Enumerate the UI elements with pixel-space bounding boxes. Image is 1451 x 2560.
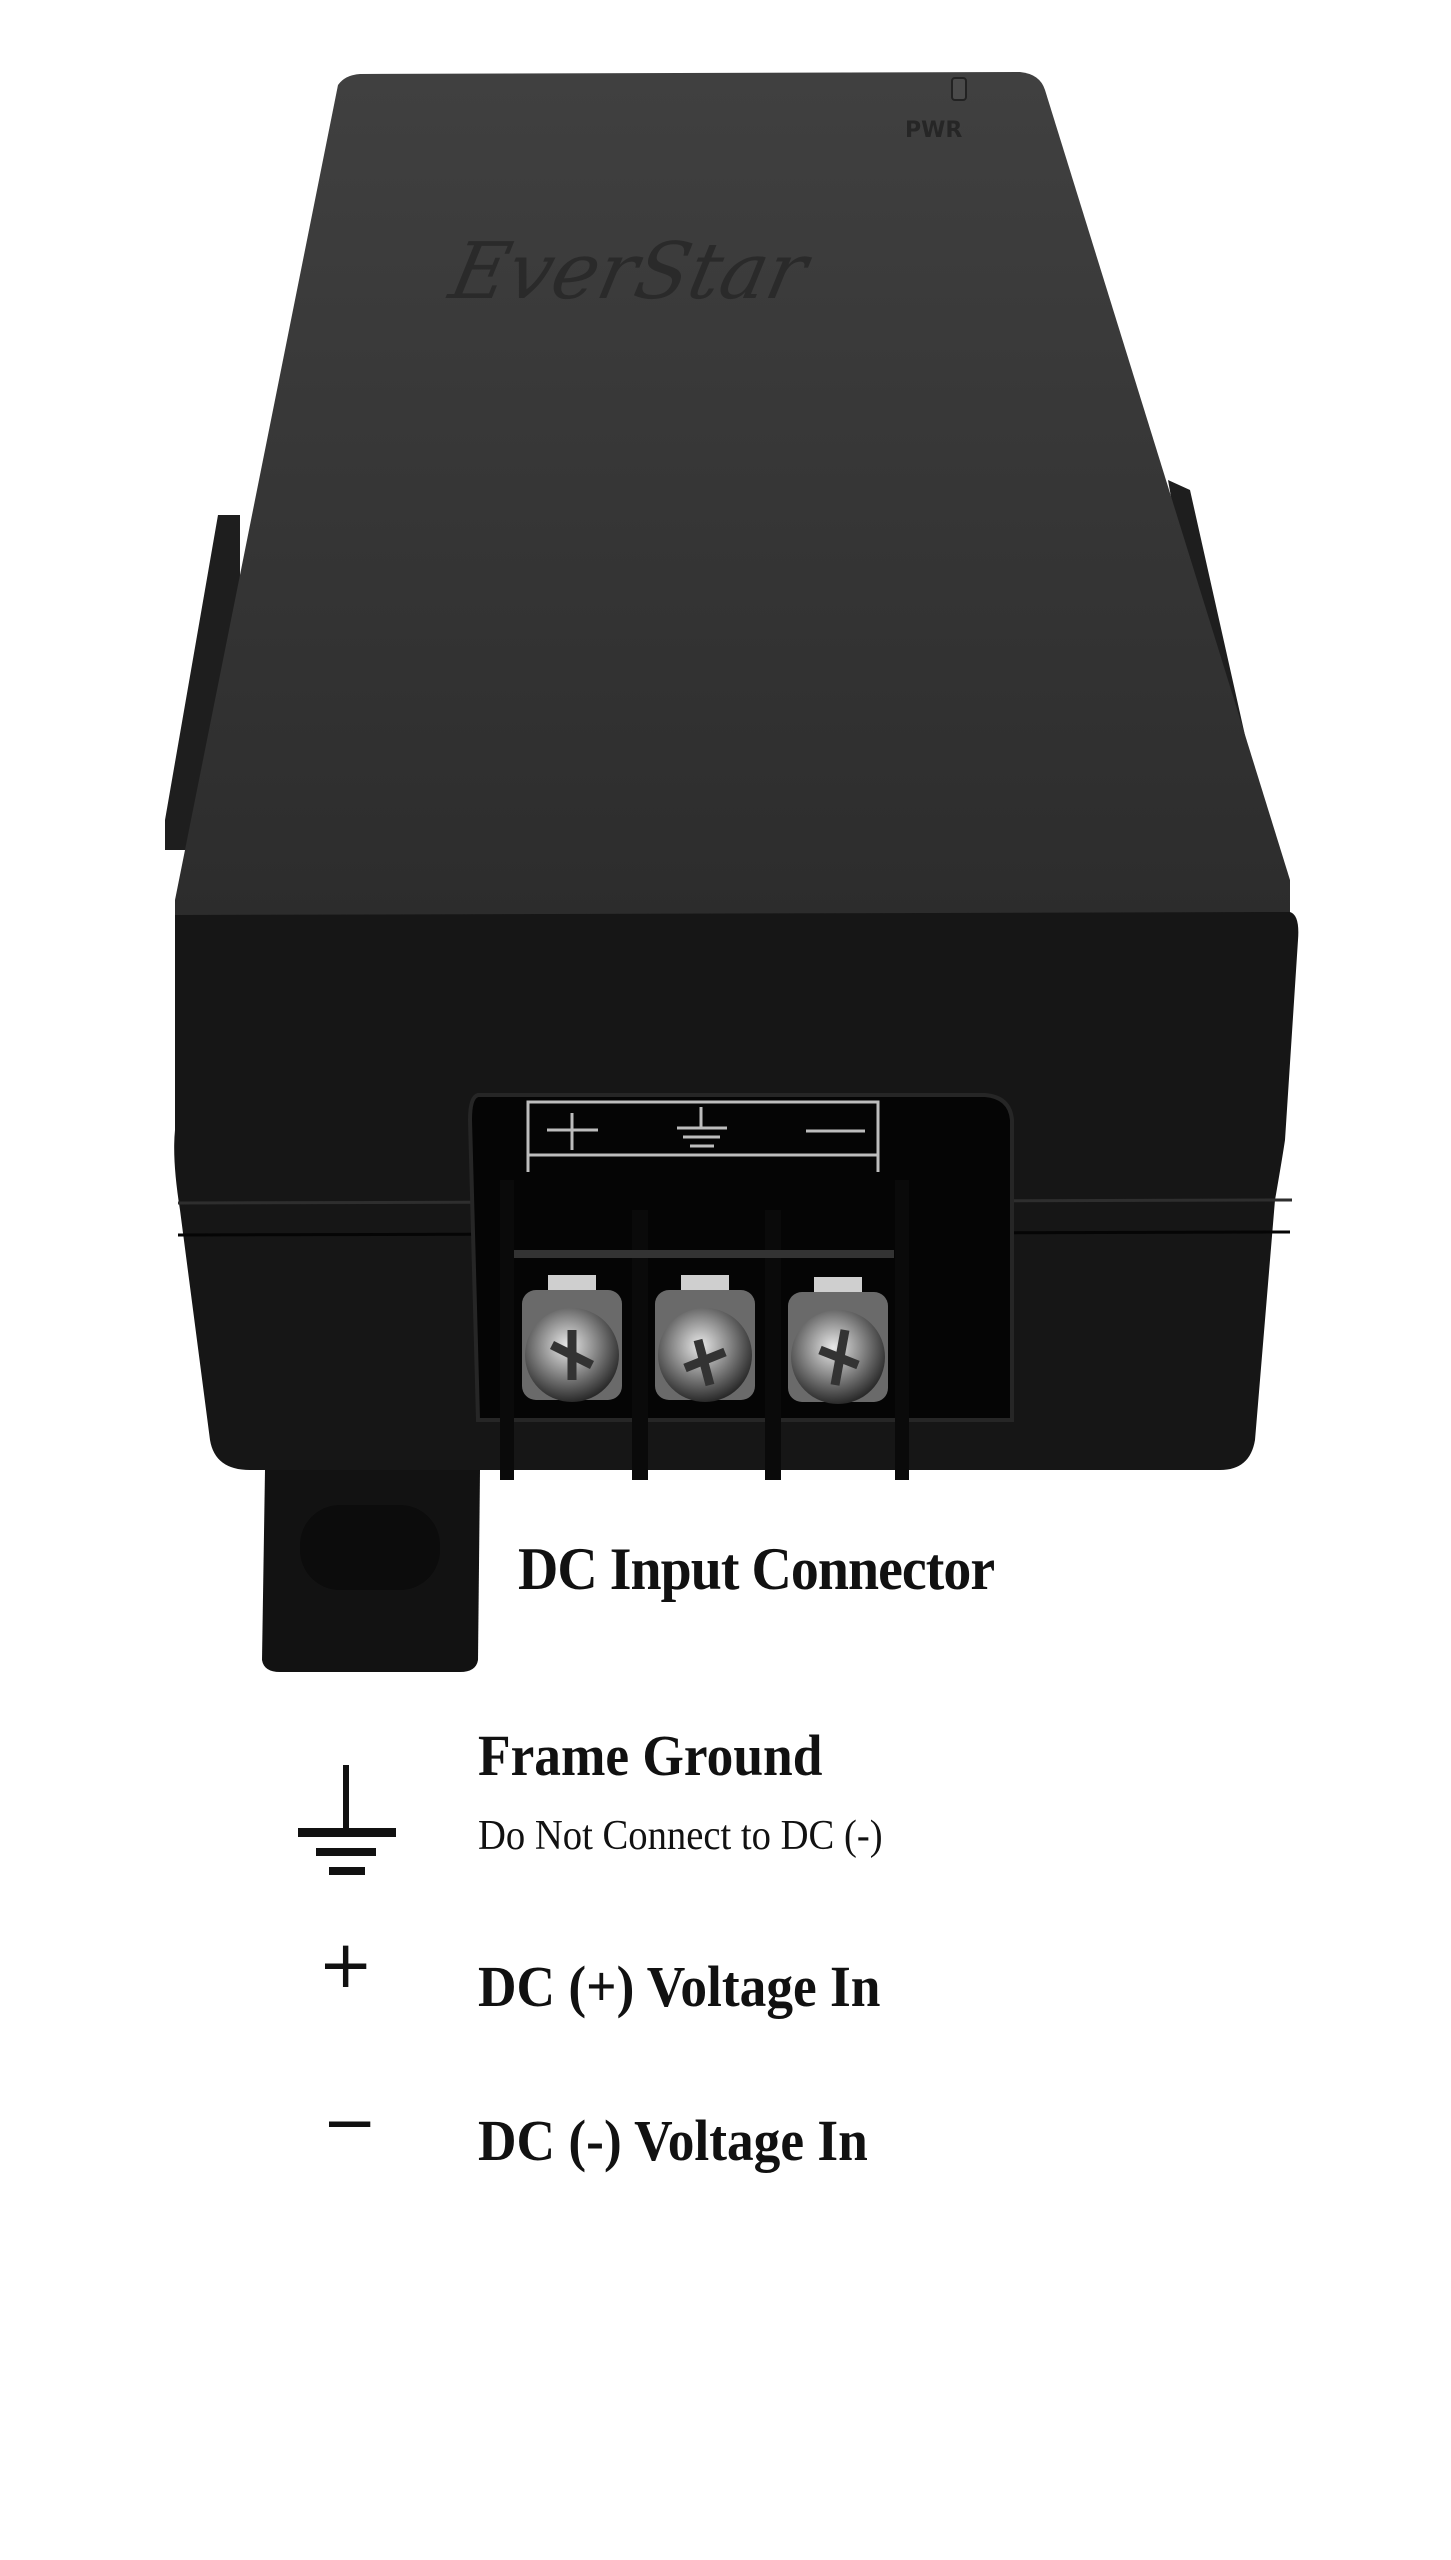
screw-positive [522, 1275, 622, 1402]
frame-ground-warning: Do Not Connect to DC (-) [478, 1813, 883, 1859]
frame-ground-title: Frame Ground [478, 1723, 823, 1788]
pwr-label: PWR [905, 118, 962, 143]
brand-logo: EverStar [441, 226, 820, 317]
terminal-label-plate [526, 1100, 880, 1172]
device-top-surface [175, 72, 1290, 925]
screw-negative [788, 1277, 888, 1404]
dc-positive-label: DC (+) Voltage In [478, 1954, 881, 2019]
minus-icon: − [322, 2084, 378, 2161]
diagram-title: DC Input Connector [518, 1536, 995, 1602]
plus-icon: + [318, 1926, 374, 2003]
power-injector-device: EverStar PWR [165, 72, 1299, 1672]
power-led [951, 77, 967, 101]
ground-icon [298, 1765, 396, 1875]
terminal-screws [522, 1275, 888, 1404]
dc-negative-label: DC (-) Voltage In [478, 2108, 868, 2173]
screw-ground [655, 1275, 755, 1402]
